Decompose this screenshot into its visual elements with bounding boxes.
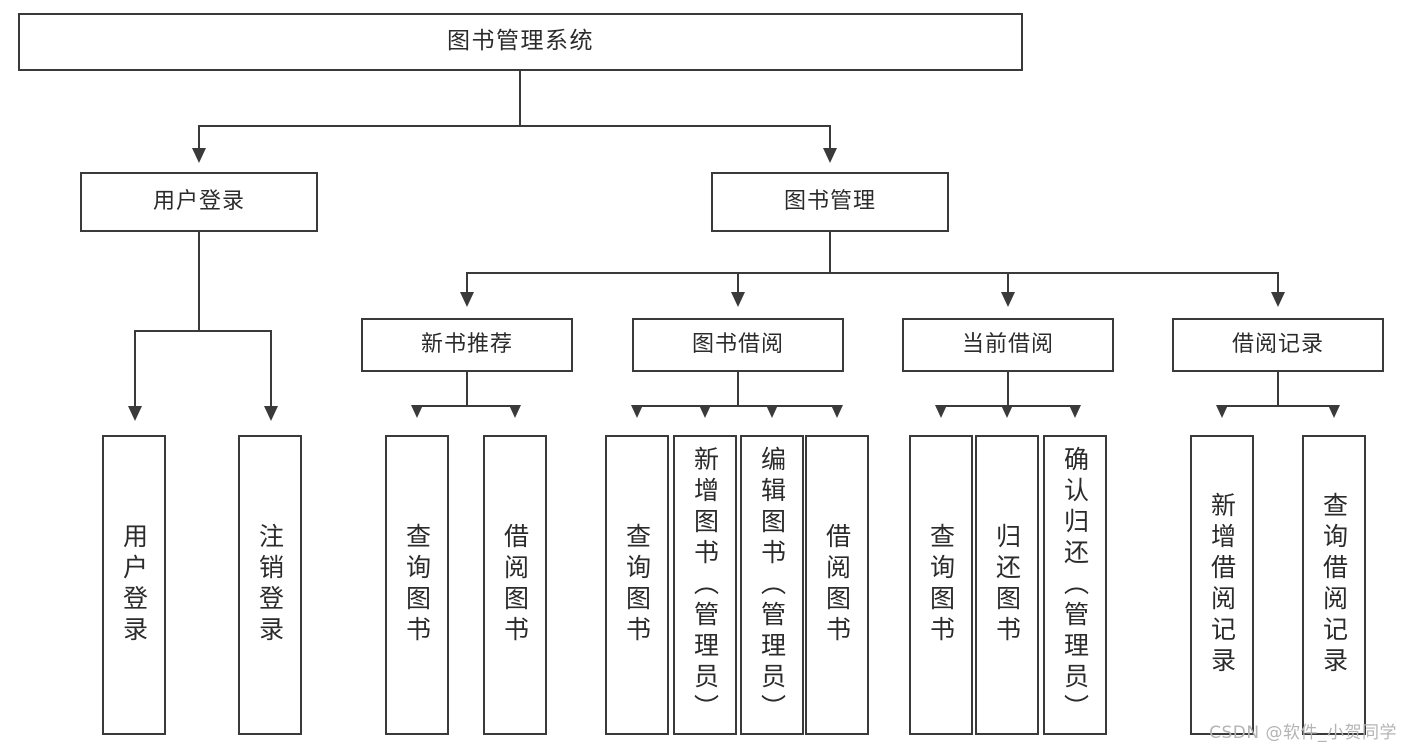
node-borrow-record[interactable]: 借阅记录 [1172, 318, 1384, 372]
arrow-book-borrow [731, 292, 745, 307]
connector-level1-bus [198, 125, 831, 127]
arrow-user-login [192, 148, 206, 163]
arrow-leaf-bb-3 [831, 405, 843, 418]
leaf-user-login[interactable]: 用户登录 [102, 435, 166, 735]
connector-book-borrow-stem [737, 372, 739, 406]
leaf-br-query-record[interactable]: 查询借阅记录 [1302, 435, 1366, 735]
node-book-borrow[interactable]: 图书借阅 [632, 318, 844, 372]
arrow-new-book-recommend [460, 292, 474, 307]
connector-drop-book-management [829, 125, 831, 150]
leaf-nbr-borrow-book[interactable]: 借阅图书 [483, 435, 547, 735]
leaf-label: 用户登录 [119, 523, 149, 647]
leaf-label: 注销登录 [255, 523, 285, 647]
arrow-leaf-logout [264, 406, 278, 421]
node-label: 图书管理系统 [447, 28, 594, 55]
connector-drop-leaf-logout [270, 330, 272, 408]
arrow-leaf-nbr-1 [509, 405, 521, 418]
leaf-cb-return-book[interactable]: 归还图书 [975, 435, 1039, 735]
leaf-br-add-record[interactable]: 新增借阅记录 [1190, 435, 1254, 735]
connector-borrow-record-stem [1277, 372, 1279, 406]
arrow-leaf-cb-0 [935, 405, 947, 418]
node-label: 图书借阅 [691, 332, 784, 358]
arrow-leaf-br-1 [1328, 405, 1340, 418]
connector-book-management-stem [829, 232, 831, 273]
arrow-leaf-user-login [128, 406, 142, 421]
connector-root-stem [519, 71, 521, 126]
connector-user-login-stem [198, 232, 200, 331]
connector-user-login-bus [134, 330, 272, 332]
leaf-nbr-query-book[interactable]: 查询图书 [385, 435, 449, 735]
leaf-label: 查询图书 [622, 523, 652, 647]
connector-drop-new-book-recommend [466, 272, 468, 294]
leaf-logout[interactable]: 注销登录 [238, 435, 302, 735]
connector-book-borrow-bus [637, 405, 837, 407]
node-label: 用户登录 [152, 189, 245, 215]
leaf-label: 查询借阅记录 [1319, 492, 1349, 678]
arrow-leaf-br-0 [1216, 405, 1228, 418]
connector-drop-user-login [198, 125, 200, 150]
node-current-borrow[interactable]: 当前借阅 [902, 318, 1114, 372]
node-label: 新书推荐 [420, 332, 513, 358]
leaf-cb-confirm-return[interactable]: 确认归还（管理员） [1043, 435, 1107, 735]
leaf-label: 新增借阅记录 [1207, 492, 1237, 678]
connector-borrow-record-bus [1222, 405, 1334, 407]
arrow-leaf-nbr-0 [411, 405, 423, 418]
node-label: 图书管理 [783, 189, 876, 215]
leaf-label: 编辑图书（管理员） [757, 445, 787, 725]
connector-current-borrow-stem [1007, 372, 1009, 406]
arrow-leaf-bb-0 [631, 405, 643, 418]
leaf-bb-edit-book[interactable]: 编辑图书（管理员） [740, 435, 804, 735]
node-new-book-recommend[interactable]: 新书推荐 [361, 318, 573, 372]
node-root-book-management-system[interactable]: 图书管理系统 [18, 13, 1023, 71]
leaf-label: 新增图书（管理员） [690, 445, 720, 725]
leaf-cb-query-book[interactable]: 查询图书 [909, 435, 973, 735]
arrow-current-borrow [1001, 292, 1015, 307]
connector-level2-bus [466, 272, 1278, 274]
leaf-label: 借阅图书 [822, 523, 852, 647]
connector-drop-current-borrow [1007, 272, 1009, 294]
arrow-book-management [823, 148, 837, 163]
node-user-login[interactable]: 用户登录 [80, 172, 318, 232]
node-label: 借阅记录 [1231, 332, 1324, 358]
connector-new-book-recommend-stem [466, 372, 468, 406]
leaf-label: 查询图书 [402, 523, 432, 647]
leaf-label: 确认归还（管理员） [1060, 445, 1090, 725]
arrow-borrow-record [1271, 292, 1285, 307]
leaf-label: 借阅图书 [500, 523, 530, 647]
connector-drop-book-borrow [737, 272, 739, 294]
arrow-leaf-bb-1 [699, 405, 711, 418]
leaf-label: 归还图书 [992, 523, 1022, 647]
leaf-bb-borrow-book[interactable]: 借阅图书 [805, 435, 869, 735]
arrow-leaf-cb-2 [1069, 405, 1081, 418]
node-label: 当前借阅 [961, 332, 1054, 358]
arrow-leaf-bb-2 [766, 405, 778, 418]
arrow-leaf-cb-1 [1001, 405, 1013, 418]
connector-drop-leaf-user-login [134, 330, 136, 408]
leaf-bb-add-book[interactable]: 新增图书（管理员） [673, 435, 737, 735]
node-book-management[interactable]: 图书管理 [711, 172, 949, 232]
leaf-label: 查询图书 [926, 523, 956, 647]
connector-drop-borrow-record [1277, 272, 1279, 294]
leaf-bb-query-book[interactable]: 查询图书 [605, 435, 669, 735]
connector-new-book-recommend-bus [417, 405, 515, 407]
